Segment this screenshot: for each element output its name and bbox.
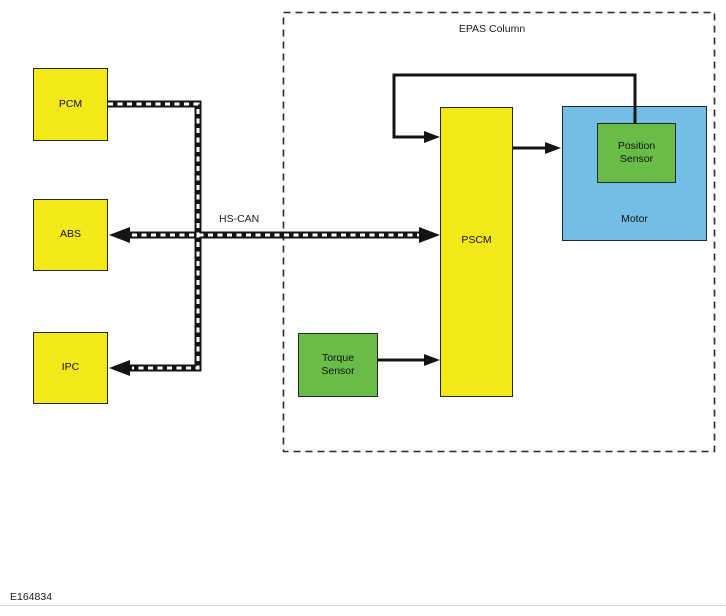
pcm-module-box: PCM (33, 68, 108, 141)
figure-code-label: E164834 (10, 591, 53, 603)
hs-can-trunk-path (108, 100, 202, 372)
pscm-module-box: PSCM (440, 107, 513, 397)
pscm-label: PSCM (461, 234, 492, 247)
ipc-label: IPC (61, 361, 80, 374)
arrowhead-to-motor (545, 142, 561, 154)
motor-label: Motor (621, 212, 648, 225)
arrowhead-to-ipc (109, 360, 130, 376)
pcm-label: PCM (58, 97, 83, 110)
arrowhead-to-abs (109, 227, 130, 243)
ipc-module-box: IPC (33, 332, 108, 404)
arrowhead-to-pscm (419, 227, 440, 243)
position-sensor-label: Position Sensor (617, 139, 656, 165)
position-sensor-box: Position Sensor (597, 123, 676, 183)
abs-label: ABS (59, 228, 81, 241)
epas-column-label: EPAS Column (458, 23, 526, 35)
bottom-divider-line (0, 605, 726, 606)
arrowhead-feedback-to-pscm (424, 131, 440, 143)
hs-can-trunk-dashes (108, 102, 200, 370)
arrowhead-torque-to-pscm (424, 354, 440, 366)
torque-sensor-label: Torque Sensor (321, 351, 355, 377)
abs-module-box: ABS (33, 199, 108, 271)
hs-can-label: HS-CAN (219, 213, 260, 225)
torque-sensor-box: Torque Sensor (298, 333, 378, 397)
